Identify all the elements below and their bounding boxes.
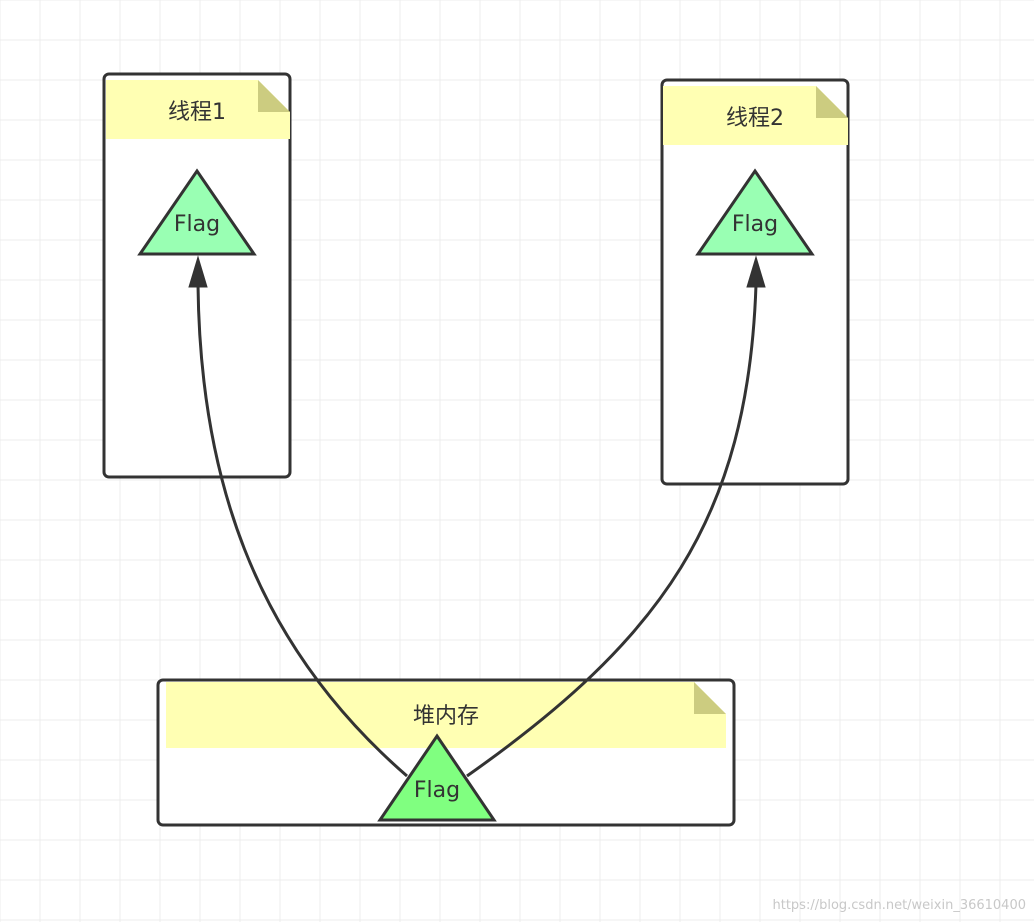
thread-1-flag-label: Flag	[174, 212, 220, 237]
watermark: https://blog.csdn.net/weixin_36610400	[772, 898, 1026, 913]
thread-2-flag[interactable]	[695, 168, 815, 256]
arrowhead-thread-1	[188, 255, 208, 288]
heap-note	[166, 682, 726, 748]
reference-arrow-thread-2[interactable]	[466, 284, 758, 778]
thread-2-note-fold	[816, 86, 848, 118]
thread-2-title: 线程2	[726, 106, 784, 131]
heap-flag[interactable]	[377, 733, 497, 822]
reference-arrow-thread-1[interactable]	[196, 284, 408, 778]
thread-1-note-fold	[258, 80, 290, 112]
arrowhead-thread-2	[746, 255, 766, 288]
thread-2-flag-label: Flag	[732, 212, 778, 237]
thread-1-title: 线程1	[168, 100, 226, 125]
thread-1-note	[106, 80, 290, 139]
heap-flag-label: Flag	[414, 778, 460, 803]
heap-note-fold	[694, 682, 726, 714]
thread-1-flag[interactable]	[137, 168, 257, 256]
thread-2-note	[663, 86, 848, 145]
heap-title: 堆内存	[413, 704, 479, 729]
